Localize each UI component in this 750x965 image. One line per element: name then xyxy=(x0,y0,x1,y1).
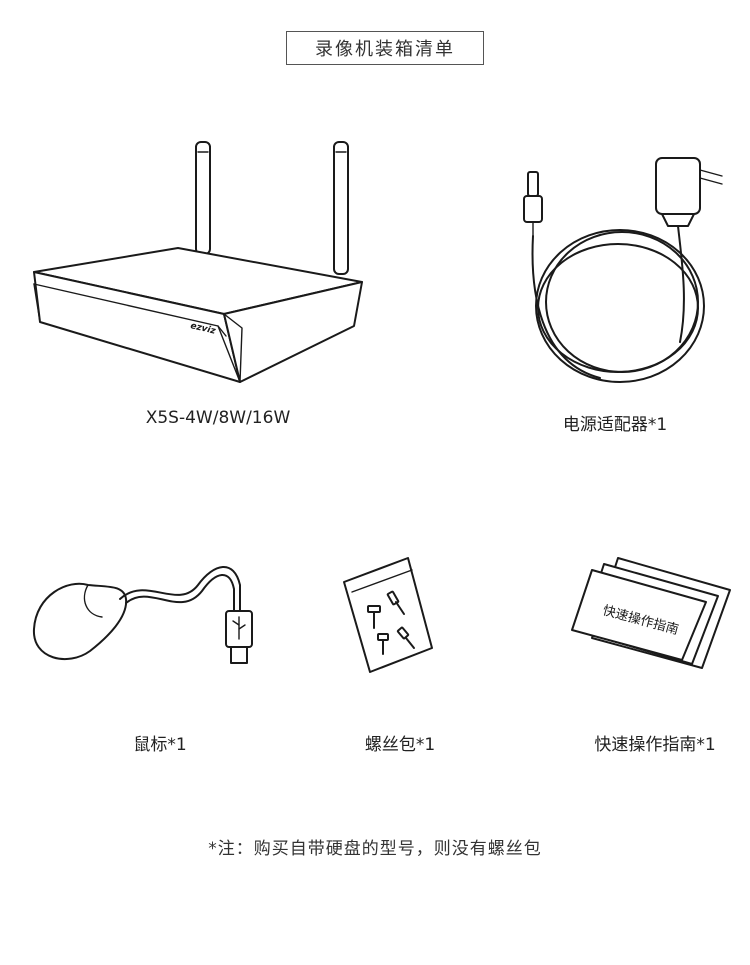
item-label: 电源适配器*1 xyxy=(562,415,668,435)
screw-pack-illustration xyxy=(338,552,438,680)
power-adapter-icon xyxy=(523,157,723,383)
usb-mouse-icon xyxy=(32,566,253,664)
quick-guide-icon: 快速操作指南 xyxy=(571,557,731,669)
quick-guide-illustration: 快速操作指南 xyxy=(568,552,736,676)
screw-icon xyxy=(396,626,415,649)
item-label: 快速操作指南*1 xyxy=(594,735,716,755)
nvr-recorder-illustration: ezviz xyxy=(28,138,368,388)
nvr-recorder-icon: ezviz xyxy=(33,141,363,383)
power-adapter-illustration xyxy=(510,152,730,392)
item-label: 螺丝包*1 xyxy=(364,735,436,755)
screw-icon xyxy=(386,590,405,615)
screw-icon xyxy=(377,633,389,655)
footnote: *注：购买自带硬盘的型号，则没有螺丝包 xyxy=(208,839,542,859)
screw-pack-icon xyxy=(343,557,433,673)
page-title: 录像机装箱清单 xyxy=(286,31,484,65)
item-label: 鼠标*1 xyxy=(133,735,187,755)
usb-mouse-illustration xyxy=(28,555,268,670)
screw-icon xyxy=(367,605,381,629)
item-label: X5S-4W/8W/16W xyxy=(145,408,291,428)
